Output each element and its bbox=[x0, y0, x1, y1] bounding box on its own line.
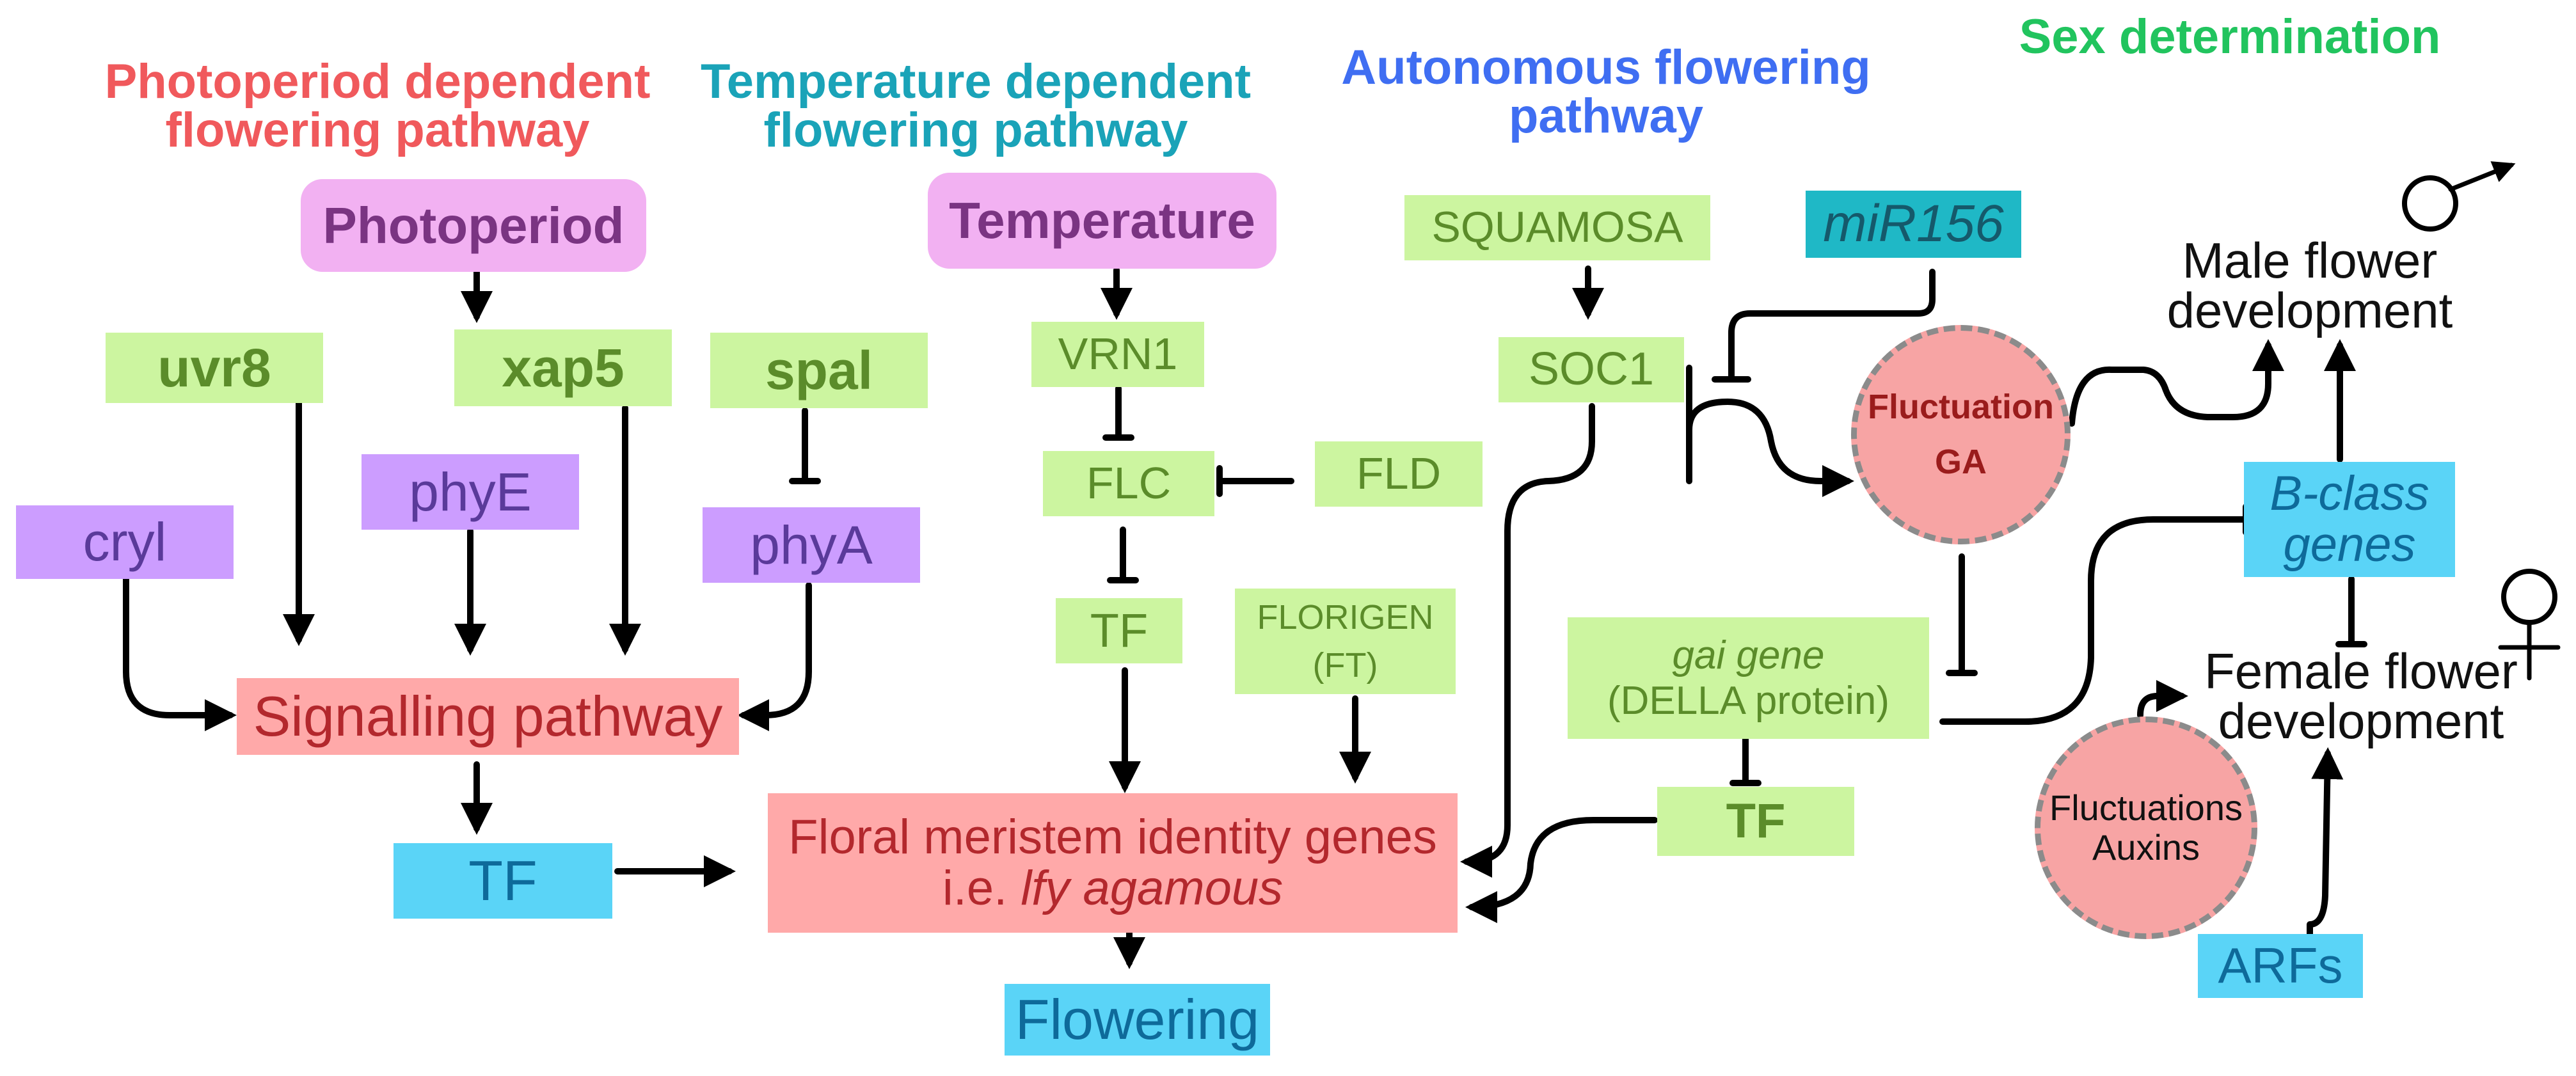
arrow-tf-auto-to-floral bbox=[1465, 817, 1658, 923]
spal-node: spal bbox=[710, 333, 928, 408]
arrow-soc1-to-floral bbox=[1460, 403, 1595, 878]
flc-node: FLC bbox=[1043, 451, 1214, 516]
arrow-cryl-to-signalling bbox=[123, 576, 237, 731]
heading-sex-determination: Sex determination bbox=[2019, 10, 2441, 64]
female-symbol-icon bbox=[2501, 569, 2557, 625]
phya-node: phyA bbox=[703, 507, 920, 583]
mir156-node: miR156 bbox=[1806, 191, 2021, 258]
fluctuation-ga-node: Fluctuation GA bbox=[1851, 325, 2071, 544]
inhibit-mir156-to-soc1 bbox=[1728, 269, 1936, 382]
phye-node: phyE bbox=[362, 454, 579, 530]
photoperiod-node: Photoperiod bbox=[301, 179, 646, 272]
vrn1-node: VRN1 bbox=[1031, 322, 1204, 387]
uvr8-node: uvr8 bbox=[106, 333, 323, 403]
heading-autonomous-pathway: Autonomous flowering pathway bbox=[1341, 40, 1871, 143]
autonomous-tf-node: TF bbox=[1657, 787, 1854, 856]
floral-meristem-node: Floral meristem identity genes i.e. lfy … bbox=[768, 793, 1458, 933]
arrow-soc1-to-ga bbox=[1686, 399, 1854, 497]
arrow-phya-to-signalling bbox=[737, 582, 812, 731]
florigen-node: FLORIGEN (FT) bbox=[1235, 589, 1456, 694]
male-symbol-arrow bbox=[2448, 161, 2516, 192]
inhibit-della-to-bclass bbox=[1939, 516, 2248, 725]
soc1-node: SOC1 bbox=[1499, 337, 1684, 402]
heading-photoperiod-pathway: Photoperiod dependent flowering pathway bbox=[104, 54, 651, 157]
signalling-pathway-node: Signalling pathway bbox=[237, 678, 739, 755]
heading-temperature-pathway: Temperature dependent flowering pathway bbox=[700, 54, 1252, 157]
female-flower-development: Female flower development bbox=[2204, 643, 2518, 749]
arrow-arfs-to-female bbox=[2307, 747, 2344, 937]
temperature-node: Temperature bbox=[928, 173, 1276, 269]
arfs-node: ARFs bbox=[2198, 934, 2363, 998]
cryl-node: cryl bbox=[16, 505, 234, 579]
arrow-ga-to-male bbox=[2069, 339, 2284, 427]
fluctuations-auxins-node: Fluctuations Auxins bbox=[2035, 716, 2257, 939]
male-flower-development: Male flower development bbox=[2167, 232, 2453, 338]
della-node: gai gene (DELLA protein) bbox=[1568, 617, 1929, 739]
photoperiod-tf-node: TF bbox=[394, 843, 612, 919]
arrow-auxins-to-female bbox=[2137, 680, 2188, 718]
fld-node: FLD bbox=[1315, 441, 1483, 507]
xap5-node: xap5 bbox=[454, 329, 672, 406]
temperature-tf-node: TF bbox=[1056, 598, 1182, 663]
squamosa-node: SQUAMOSA bbox=[1404, 195, 1710, 260]
floral-gene-names: lfy agamous bbox=[1021, 861, 1284, 915]
male-symbol-icon bbox=[2402, 175, 2458, 232]
bclass-genes-node: B-class genes bbox=[2244, 462, 2455, 577]
flowering-node: Flowering bbox=[1005, 984, 1270, 1056]
